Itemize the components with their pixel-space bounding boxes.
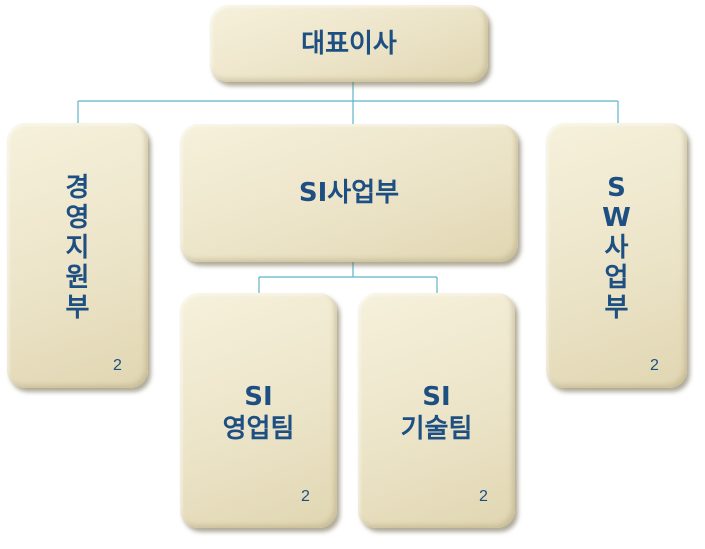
ceo-box[interactable]: 대표이사 <box>210 5 488 82</box>
si-tech-line1: SI <box>422 382 451 412</box>
si-sales-team-label: SI 영업팀 <box>180 381 337 445</box>
si-tech-team-box[interactable]: SI 기술팀 2 <box>358 293 515 528</box>
sw-char: W <box>602 203 631 233</box>
si-sales-line2: 영업팀 <box>222 414 295 444</box>
sw-char: 사 <box>604 233 629 263</box>
management-char: 원 <box>65 263 90 293</box>
sw-count: 2 <box>650 357 659 374</box>
si-sales-team-box[interactable]: SI 영업팀 2 <box>180 293 337 528</box>
sw-char: 업 <box>604 263 629 293</box>
management-char: 경 <box>65 173 90 203</box>
si-division-box[interactable]: SI사업부 <box>180 124 518 262</box>
sw-division-label: S W 사 업 부 <box>546 173 687 323</box>
management-support-label: 경 영 지 원 부 <box>7 173 148 323</box>
si-sales-count: 2 <box>301 488 310 505</box>
si-tech-line2: 기술팀 <box>400 414 473 444</box>
management-char: 부 <box>65 293 90 323</box>
si-tech-count: 2 <box>479 488 488 505</box>
ceo-label: 대표이사 <box>301 28 397 59</box>
si-tech-team-label: SI 기술팀 <box>358 381 515 445</box>
si-sales-line1: SI <box>244 382 273 412</box>
management-char: 영 <box>65 203 90 233</box>
management-count: 2 <box>113 357 122 374</box>
sw-char: 부 <box>604 293 629 323</box>
sw-division-box[interactable]: S W 사 업 부 2 <box>546 123 687 388</box>
sw-char: S <box>607 173 626 203</box>
si-division-label: SI사업부 <box>298 178 400 208</box>
management-char: 지 <box>65 233 90 263</box>
management-support-box[interactable]: 경 영 지 원 부 2 <box>7 123 148 388</box>
